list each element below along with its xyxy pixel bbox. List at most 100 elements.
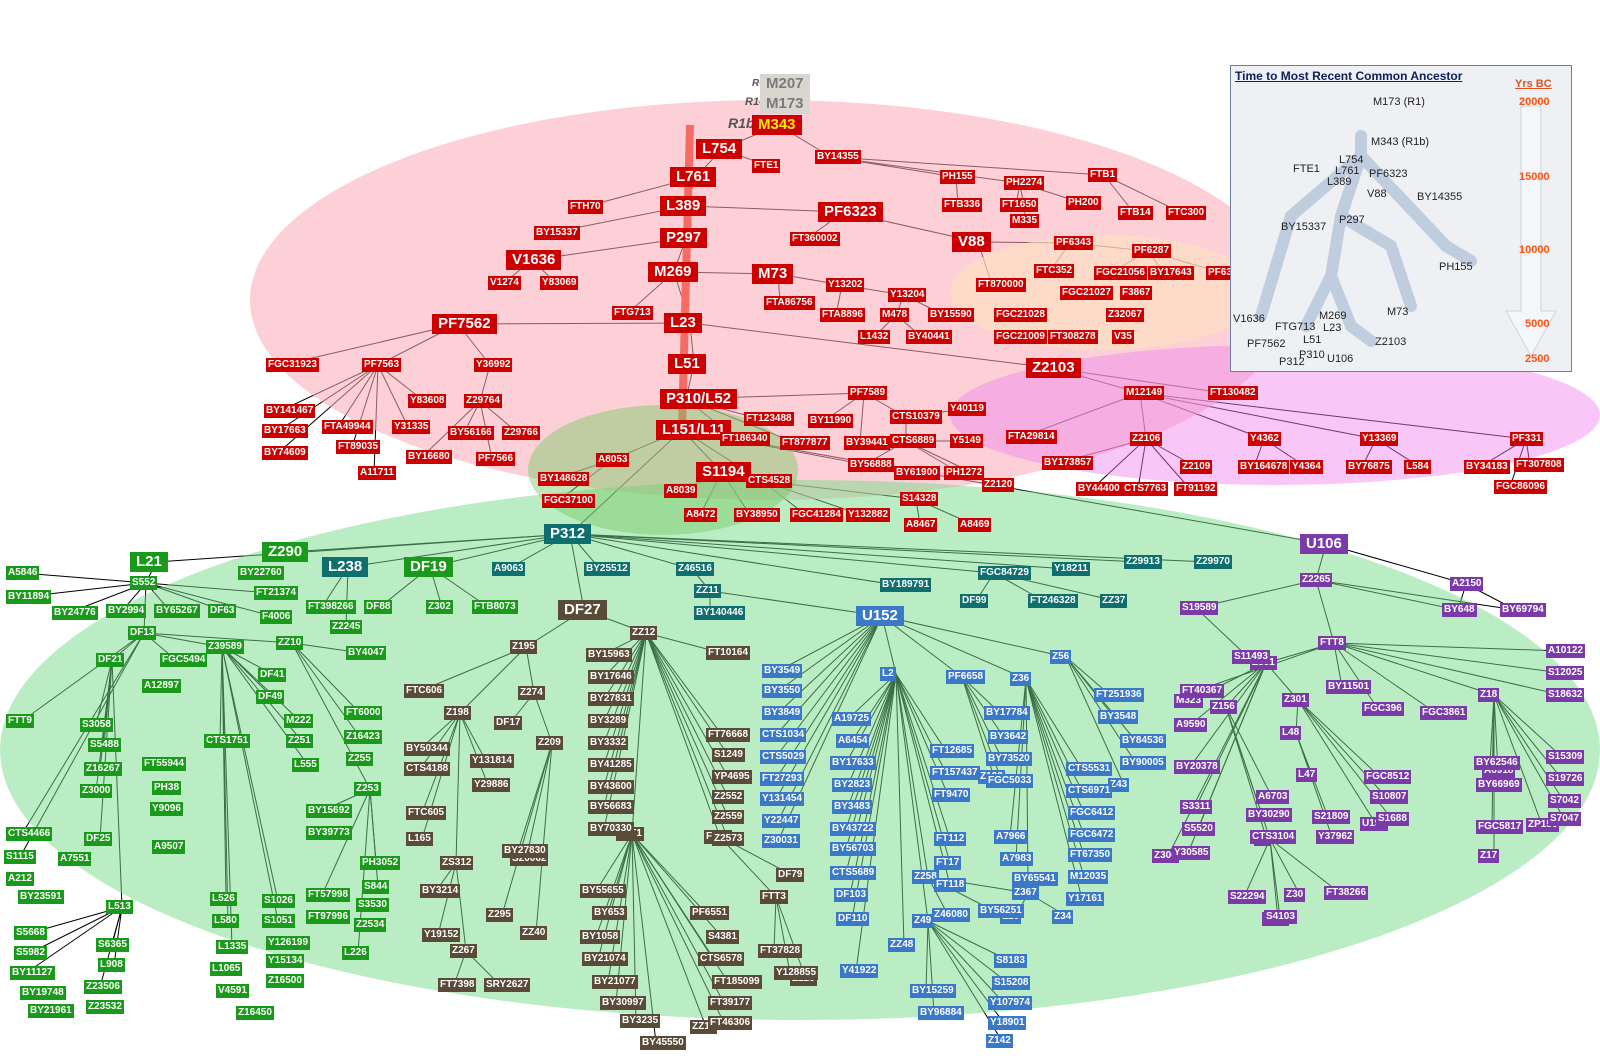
node-ph1272: PH1272 [944,466,985,480]
node-z29970: Z29970 [1194,555,1232,569]
edge-u106-a2150 [1325,543,1467,585]
node-by20378: BY20378 [1174,760,1220,774]
node-ft360002: FT360002 [790,232,840,246]
node-fgc8512: FGC8512 [1364,770,1412,784]
node-z2245: Z2245 [330,620,363,634]
node-ft17: FT17 [934,856,962,870]
prefix-r1b: R1b- [728,115,760,131]
node-zz48: ZZ48 [888,938,916,952]
node-a9507: A9507 [152,840,186,854]
node-s12025: S12025 [1546,666,1585,680]
node-by21077: BY21077 [592,975,638,989]
node-p312: P312 [544,524,592,544]
node-df63: DF63 [208,604,237,618]
node-by44400: BY44400 [1076,482,1122,496]
node-u152: U152 [856,606,904,626]
node-l580: L580 [212,914,239,928]
inset-tick-10000: 10000 [1519,244,1550,256]
node-a11711: A11711 [358,466,396,480]
node-y17161: Y17161 [1066,892,1105,906]
node-ft97996: FT97996 [306,910,351,924]
node-df103: DF103 [834,888,869,902]
node-by70330: BY70330 [588,822,634,836]
node-by3332: BY3332 [588,736,629,750]
node-by3289: BY3289 [588,714,629,728]
inset-label-ftg713: FTG713 [1275,321,1316,333]
node-by66969: BY66969 [1476,778,1522,792]
node-by3642: BY3642 [988,730,1029,744]
node-s18632: S18632 [1546,688,1585,702]
node-ft123488: FT123488 [744,412,794,426]
node-by56888: BY56888 [848,458,894,472]
node-by38950: BY38950 [734,508,780,522]
node-z253: Z253 [354,782,381,796]
node-p297: P297 [660,228,708,248]
node-fgc41284: FGC41284 [790,508,843,522]
node-s5520: S5520 [1182,822,1215,836]
node-by43600: BY43600 [588,780,634,794]
node-by74609: BY74609 [262,446,308,460]
node-m335: M335 [1010,214,1040,228]
node-l908: L908 [98,958,125,972]
node-by84536: BY84536 [1120,734,1166,748]
node-df79: DF79 [776,868,805,882]
node-z17: Z17 [1478,849,1500,863]
inset-label-m73: M73 [1387,306,1409,318]
node-s3058: S3058 [80,718,113,732]
node-zz37: ZZ37 [1100,594,1128,608]
node-df21: DF21 [96,653,125,667]
node-fgc21027: FGC21027 [1060,286,1113,300]
node-fgc21009: FGC21009 [994,330,1047,344]
node-pf6287: PF6287 [1132,244,1172,258]
node-m173: M173 [760,94,810,114]
node-df99: DF99 [960,594,989,608]
node-ft130482: FT130482 [1208,386,1258,400]
inset-title: Time to Most Recent Common Ancestor [1235,69,1463,83]
node-ph3052: PH3052 [360,856,401,870]
inset-axis-title: Yrs BC [1515,78,1552,90]
node-by55655: BY55655 [580,884,626,898]
node-fgc3861: FGC3861 [1420,706,1468,720]
node-s7042: S7042 [1548,794,1581,808]
node-s15309: S15309 [1546,750,1585,764]
node-l51: L51 [668,354,706,374]
node-fta86756: FTA86756 [764,296,815,310]
node-cts7763: CTS7763 [1122,482,1169,496]
node-m73: M73 [752,264,794,284]
node-ftc605: FTC605 [406,806,447,820]
node-z46080: Z46080 [932,908,970,922]
node-l389: L389 [660,196,707,216]
node-z39589: Z39589 [206,640,244,654]
node-pf6343: PF6343 [1054,236,1094,250]
node-y36992: Y36992 [474,358,513,372]
node-ftt3: FTT3 [760,890,788,904]
node-by3214: BY3214 [420,884,461,898]
node-by648: BY648 [1442,603,1477,617]
node-s1115: S1115 [4,850,36,864]
node-ft27293: FT27293 [760,772,805,786]
node-by17633: BY17633 [830,756,876,770]
inset-label-pf7562: PF7562 [1247,338,1286,350]
node-a7966: A7966 [994,830,1028,844]
node-ftc606: FTC606 [404,684,445,698]
node-by56703: BY56703 [830,842,876,856]
node-z16500: Z16500 [266,974,304,988]
node-m478: M478 [880,308,910,322]
node-m269: M269 [648,262,698,282]
node-s4103: S4103 [1264,910,1297,924]
node-ft112: FT112 [934,832,967,846]
node-v1274: V1274 [488,276,521,290]
node-by653: BY653 [592,906,627,920]
node-by45550: BY45550 [640,1036,686,1050]
node-by76875: BY76875 [1346,460,1392,474]
inset-label-by14355: BY14355 [1417,191,1463,203]
inset-label-ph155: PH155 [1439,261,1473,273]
node-y5149: Y5149 [950,434,983,448]
node-f3867: F3867 [1120,286,1153,300]
inset-label-v88: V88 [1367,188,1387,200]
node-pf6658: PF6658 [946,670,986,684]
node-df49: DF49 [256,690,285,704]
node-m222: M222 [284,714,314,728]
node-ftc300: FTC300 [1166,206,1207,220]
inset-label-p310: P310 [1299,349,1325,361]
